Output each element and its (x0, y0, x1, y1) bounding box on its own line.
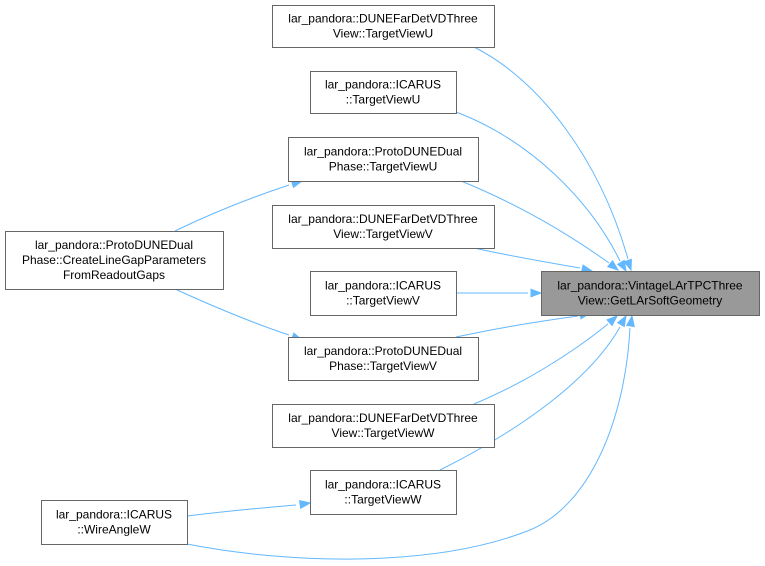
node-box[interactable] (541, 271, 760, 316)
node-label-line: Phase::CreateLineGapParameters (22, 253, 206, 267)
node-create-gap[interactable]: lar_pandora::ProtoDUNEDualPhase::CreateL… (5, 231, 224, 290)
node-wire-angle[interactable]: lar_pandora::ICARUS::WireAngleW (41, 500, 188, 545)
edge-line (186, 504, 297, 517)
edge-dune_u-to-target (473, 46, 632, 272)
node-label-line: FromReadoutGaps (63, 268, 165, 282)
node-label-line: View::TargetViewV (333, 227, 433, 241)
edge-icarus_w-to-target (439, 314, 627, 471)
node-label-line: Phase::TargetViewV (329, 359, 437, 373)
node-box[interactable] (310, 71, 457, 114)
node-box[interactable] (41, 500, 188, 545)
edge-line (473, 247, 581, 269)
node-label-line: lar_pandora::ProtoDUNEDual (304, 145, 462, 159)
node-label-line: lar_pandora::ICARUS (325, 478, 441, 492)
arrow-head (530, 288, 543, 298)
node-label-line: Phase::TargetViewU (329, 160, 438, 174)
node-label-line: ::TargetViewW (344, 493, 422, 507)
nodes-layer: lar_pandora::VintageLArTPCThreeView::Get… (5, 5, 760, 545)
node-label-line: ::WireAngleW (77, 523, 151, 537)
edge-line (473, 46, 629, 260)
node-dune-w[interactable]: lar_pandora::DUNEFarDetVDThreeView::Targ… (272, 404, 495, 448)
node-proto-v[interactable]: lar_pandora::ProtoDUNEDualPhase::TargetV… (288, 337, 479, 381)
arrow-head (606, 315, 619, 327)
node-label-line: lar_pandora::DUNEFarDetVDThree (288, 12, 478, 26)
edge-line (473, 323, 609, 405)
edge-line (174, 288, 290, 336)
node-label-line: lar_pandora::ICARUS (56, 508, 172, 522)
edge-wire_angle-to-target (186, 314, 635, 560)
node-dune-u[interactable]: lar_pandora::DUNEFarDetVDThreeView::Targ… (272, 5, 495, 48)
node-box[interactable] (5, 231, 224, 290)
arrow-head (616, 259, 627, 273)
node-target[interactable]: lar_pandora::VintageLArTPCThreeView::Get… (541, 271, 760, 316)
edge-line (439, 326, 621, 471)
node-box[interactable] (288, 137, 479, 182)
edge-line (460, 180, 610, 264)
edge-dune_w-to-target (473, 315, 619, 405)
node-label-line: View::GetLArSoftGeometry (578, 294, 723, 308)
node-label-line: ::TargetViewU (346, 93, 420, 107)
node-label-line: lar_pandora::ProtoDUNEDual (35, 238, 193, 252)
node-icarus-u[interactable]: lar_pandora::ICARUS::TargetViewU (310, 71, 457, 114)
node-dune-v[interactable]: lar_pandora::DUNEFarDetVDThreeView::Targ… (272, 205, 495, 249)
edge-wire_angle-to-icarus_w (186, 500, 312, 517)
node-label-line: lar_pandora::ICARUS (325, 279, 441, 293)
arrow-head (298, 500, 312, 509)
edge-icarus_u-to-target (455, 111, 627, 273)
node-label-line: lar_pandora::ProtoDUNEDual (304, 344, 462, 358)
node-icarus-w[interactable]: lar_pandora::ICARUS::TargetViewW (310, 470, 457, 515)
arrow-head (623, 258, 632, 272)
edge-proto_u-to-target (460, 180, 620, 271)
arrow-head (606, 259, 620, 271)
edge-line (455, 315, 579, 338)
node-box[interactable] (310, 470, 457, 515)
edge-dune_v-to-target (473, 247, 594, 274)
edges-layer (174, 46, 635, 560)
node-label-line: lar_pandora::ICARUS (325, 78, 441, 92)
arrow-head (616, 314, 627, 328)
edge-line (186, 327, 631, 560)
node-label-line: View::TargetViewW (332, 426, 436, 440)
node-box[interactable] (272, 5, 495, 48)
node-box[interactable] (272, 404, 495, 448)
edge-line (455, 111, 621, 262)
node-proto-u[interactable]: lar_pandora::ProtoDUNEDualPhase::TargetV… (288, 137, 479, 182)
arrow-head (625, 314, 635, 328)
edge-icarus_v-to-target (456, 288, 543, 298)
node-label-line: lar_pandora::VintageLArTPCThree (557, 279, 743, 293)
node-icarus-v[interactable]: lar_pandora::ICARUS::TargetViewV (310, 271, 457, 316)
edge-create_gap-to-proto_v (174, 288, 304, 341)
node-box[interactable] (288, 337, 479, 381)
node-label-line: lar_pandora::DUNEFarDetVDThree (288, 212, 478, 226)
edge-line (174, 184, 290, 232)
node-label-line: ::TargetViewV (346, 294, 420, 308)
node-label-line: View::TargetViewU (333, 27, 433, 41)
node-box[interactable] (272, 205, 495, 249)
node-label-line: lar_pandora::DUNEFarDetVDThree (288, 411, 478, 425)
node-box[interactable] (310, 271, 457, 316)
